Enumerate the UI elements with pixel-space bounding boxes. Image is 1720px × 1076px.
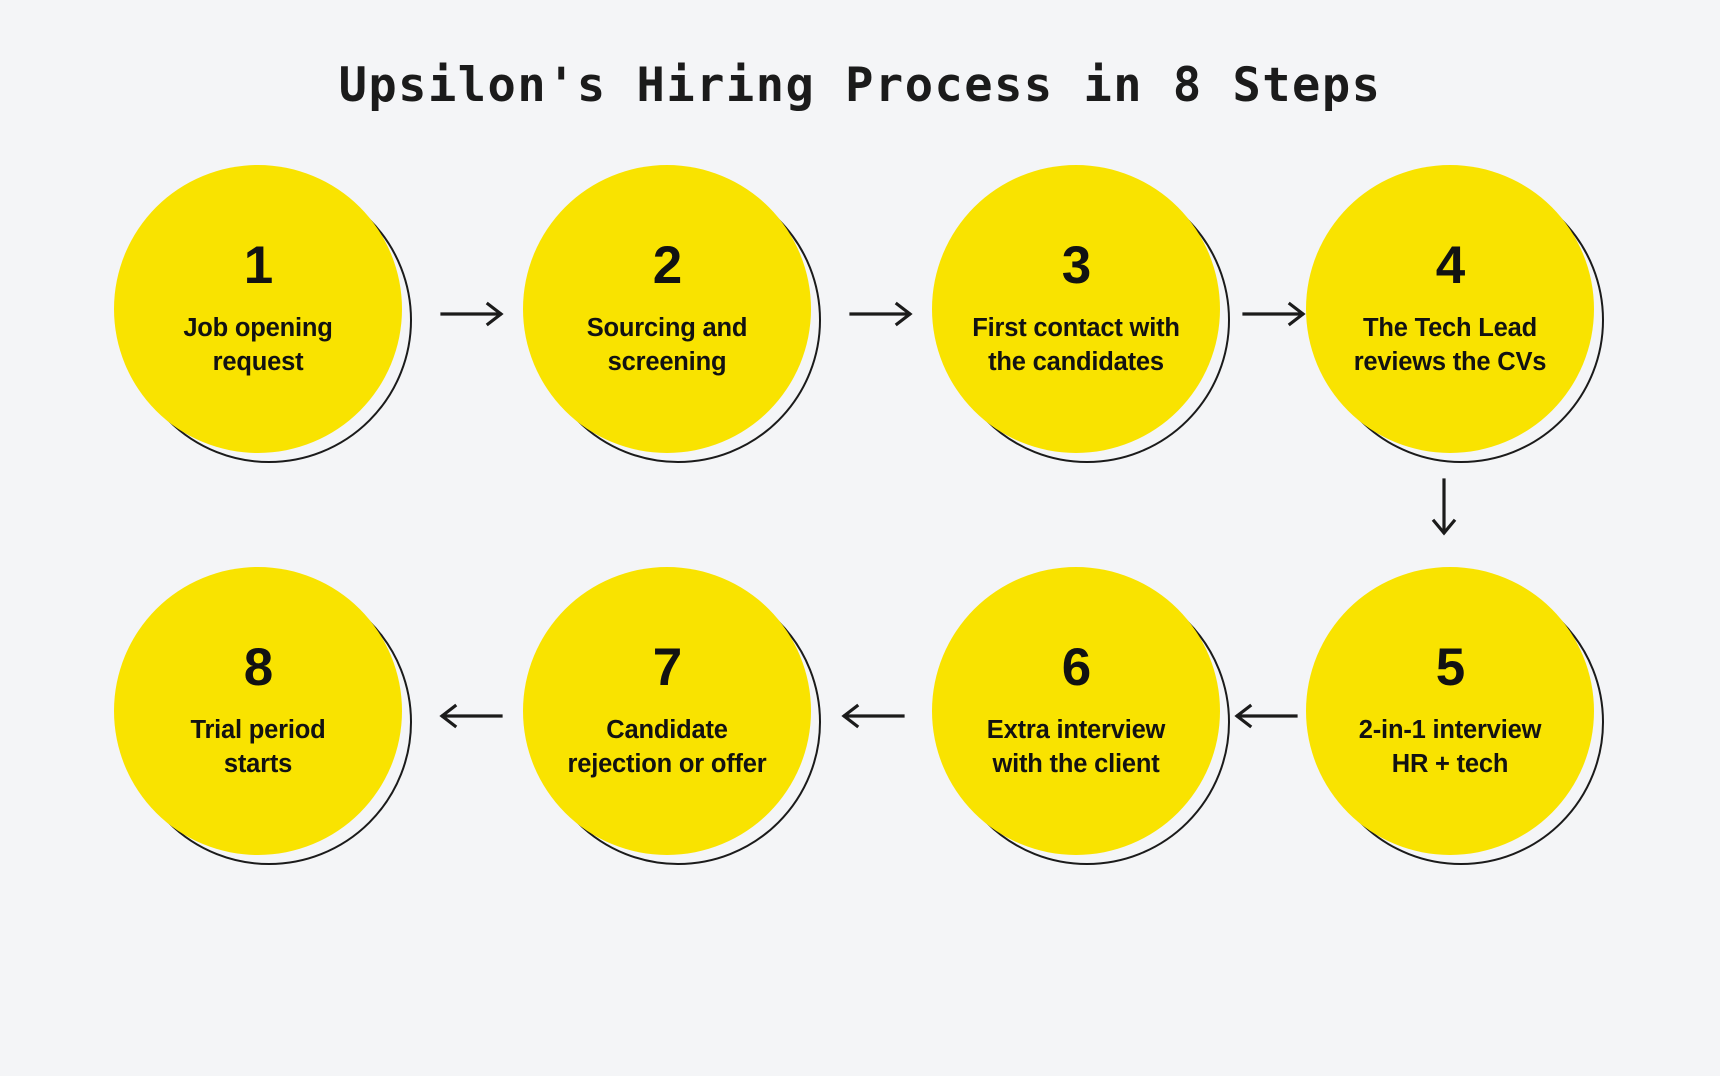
step-number: 1 xyxy=(243,235,274,295)
step-content: 4 The Tech Lead reviews the CVs xyxy=(1306,165,1594,453)
step-filled-circle xyxy=(1306,567,1594,855)
arrow-right-icon-3-to-4 xyxy=(1242,300,1310,328)
step-label: First contact with the candidates xyxy=(972,313,1180,376)
step-content: 7 Candidate rejection or offer xyxy=(523,567,811,855)
step-node-5[interactable]: 5 2-in-1 interview HR + tech xyxy=(1306,567,1606,867)
step-content: 1 Job opening request xyxy=(114,165,402,453)
step-node-3[interactable]: 3 First contact with the candidates xyxy=(932,165,1232,465)
step-label: The Tech Lead reviews the CVs xyxy=(1353,313,1547,376)
step-label: Trial period starts xyxy=(190,715,326,778)
step-number: 2 xyxy=(652,235,683,295)
step-filled-circle xyxy=(523,567,811,855)
step-node-4[interactable]: 4 The Tech Lead reviews the CVs xyxy=(1306,165,1606,465)
step-content: 5 2-in-1 interview HR + tech xyxy=(1306,567,1594,855)
arrow-left-icon-6-to-7 xyxy=(837,702,905,730)
step-filled-circle xyxy=(932,165,1220,453)
step-node-7[interactable]: 7 Candidate rejection or offer xyxy=(523,567,823,867)
step-filled-circle xyxy=(932,567,1220,855)
step-label: Candidate rejection or offer xyxy=(567,715,767,778)
arrow-down-icon-4-to-5 xyxy=(1430,478,1458,540)
step-label: 2-in-1 interview HR + tech xyxy=(1358,715,1542,778)
arrow-left-icon-5-to-6 xyxy=(1230,702,1298,730)
step-number: 7 xyxy=(652,637,683,697)
step-number: 6 xyxy=(1061,637,1092,697)
step-content: 8 Trial period starts xyxy=(114,567,402,855)
step-node-8[interactable]: 8 Trial period starts xyxy=(114,567,414,867)
step-number: 3 xyxy=(1061,235,1092,295)
step-filled-circle xyxy=(114,567,402,855)
step-filled-circle xyxy=(1306,165,1594,453)
step-number: 8 xyxy=(243,637,274,697)
step-content: 6 Extra interview with the client xyxy=(932,567,1220,855)
arrow-right-icon-1-to-2 xyxy=(440,300,508,328)
step-number: 5 xyxy=(1435,637,1466,697)
arrow-left-icon-7-to-8 xyxy=(435,702,503,730)
page-title: Upsilon's Hiring Process in 8 Steps xyxy=(338,58,1382,113)
step-label: Extra interview with the client xyxy=(986,715,1166,778)
step-node-6[interactable]: 6 Extra interview with the client xyxy=(932,567,1232,867)
step-node-2[interactable]: 2 Sourcing and screening xyxy=(523,165,823,465)
arrow-right-icon-2-to-3 xyxy=(849,300,917,328)
step-node-1[interactable]: 1 Job opening request xyxy=(114,165,414,465)
step-label: Sourcing and screening xyxy=(586,313,748,376)
step-number: 4 xyxy=(1435,235,1466,295)
step-label: Job opening request xyxy=(183,313,333,376)
step-filled-circle xyxy=(114,165,402,453)
step-content: 3 First contact with the candidates xyxy=(932,165,1220,453)
step-content: 2 Sourcing and screening xyxy=(523,165,811,453)
step-filled-circle xyxy=(523,165,811,453)
